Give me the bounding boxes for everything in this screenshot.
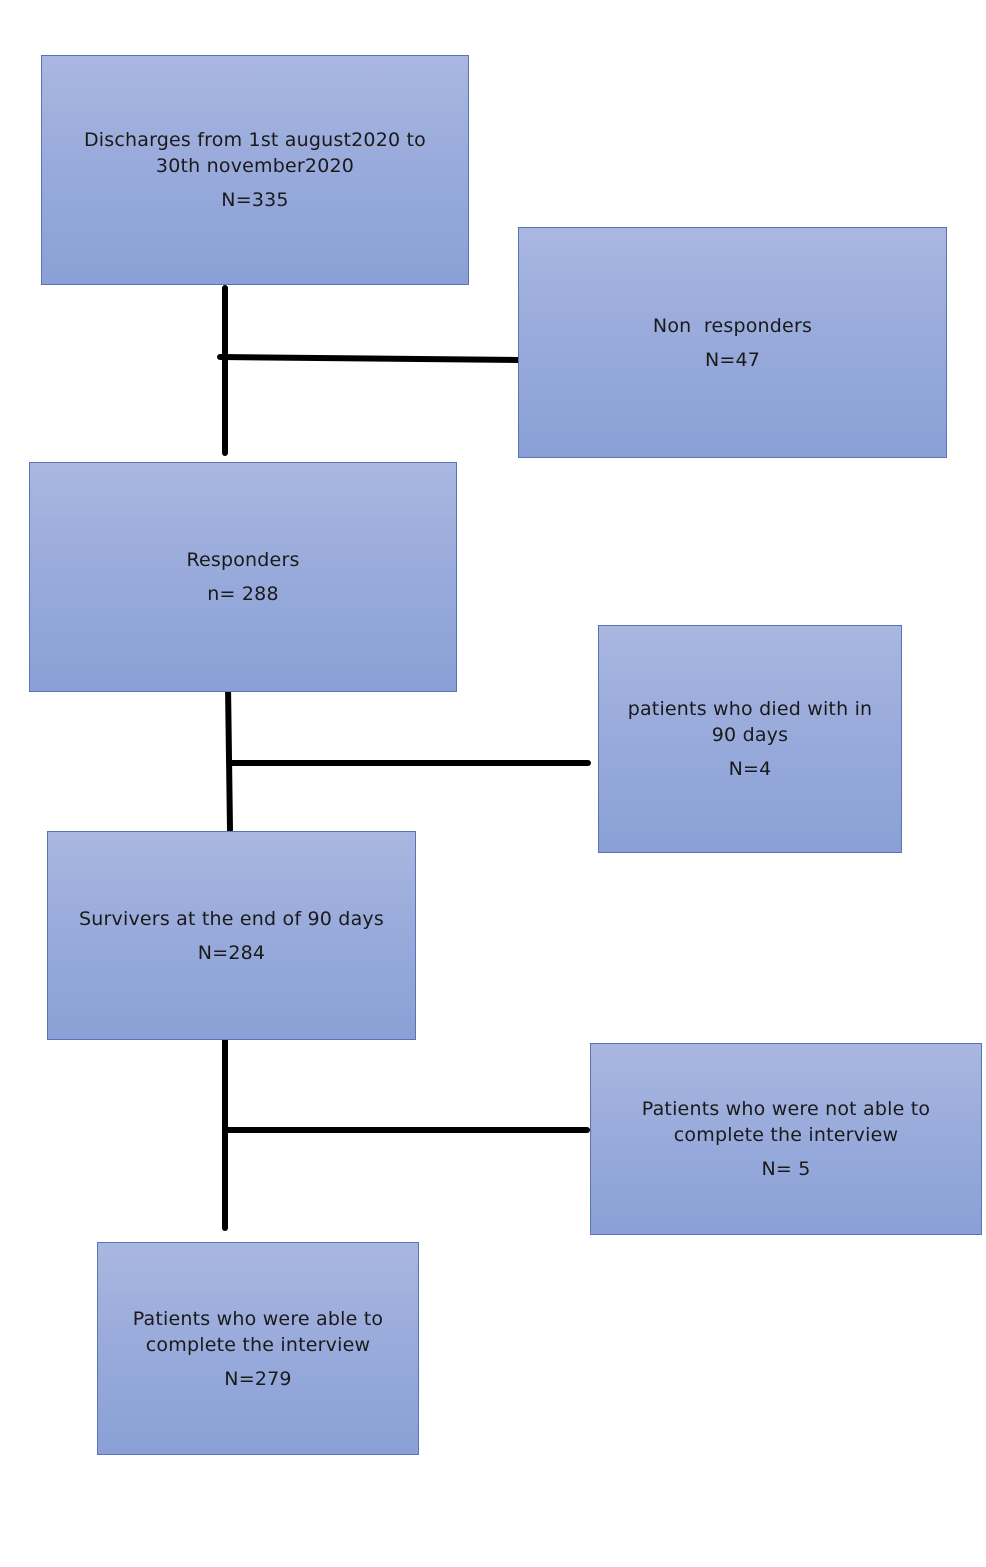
able-box: Patients who were able to complete the i… — [97, 1242, 419, 1455]
not-able-count: N= 5 — [761, 1158, 811, 1180]
connector-responders-to-survivors — [225, 683, 233, 833]
died-box: patients who died with in 90 days N=4 — [598, 625, 902, 853]
discharges-label-line2: 30th november2020 — [155, 155, 355, 177]
responders-count: n= 288 — [207, 583, 279, 605]
able-label-line1: Patients who were able to — [132, 1307, 384, 1330]
non-responders-label: Non responders — [652, 314, 813, 337]
non-responders-count: N=47 — [704, 348, 761, 371]
discharges-count: N=335 — [221, 189, 289, 211]
survivors-box: Survivers at the end of 90 days N=284 — [47, 831, 416, 1040]
responders-box: Responders n= 288 — [29, 462, 457, 692]
died-label-line1: patients who died with in — [627, 698, 873, 720]
non-responders-box: Non responders N=47 — [518, 227, 947, 458]
died-count: N=4 — [728, 758, 772, 780]
not-able-box: Patients who were not able to complete t… — [590, 1043, 982, 1235]
discharges-label-line1: Discharges from 1st august2020 to — [83, 129, 427, 151]
not-able-label-line2: complete the interview — [673, 1124, 899, 1146]
survivors-count: N=284 — [197, 941, 266, 964]
survivors-label: Survivers at the end of 90 days — [79, 907, 384, 930]
able-label-line2: complete the interview — [145, 1333, 371, 1356]
died-label-line2: 90 days — [711, 724, 789, 746]
discharges-box: Discharges from 1st august2020 to 30th n… — [41, 55, 469, 285]
connector-to-non-responders — [217, 354, 521, 363]
not-able-label-line1: Patients who were not able to — [641, 1098, 931, 1120]
responders-label: Responders — [186, 549, 300, 571]
able-count: N=279 — [224, 1367, 292, 1390]
